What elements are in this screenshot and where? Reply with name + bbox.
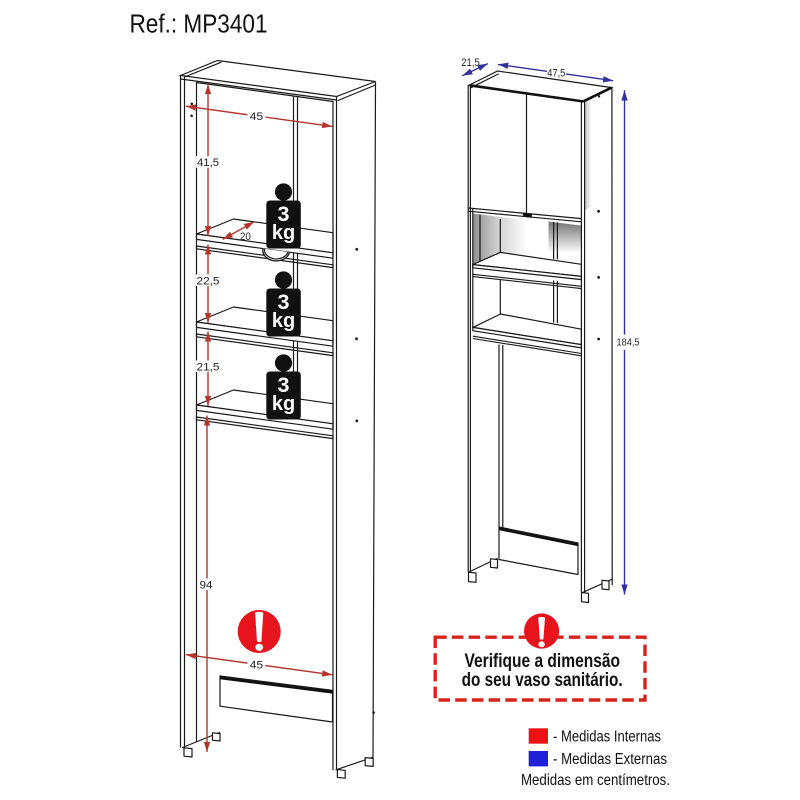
svg-text:Verifique a dimensão: Verifique a dimensão — [465, 651, 621, 672]
svg-text:- Medidas Internas: - Medidas Internas — [553, 728, 661, 745]
svg-text:kg: kg — [272, 222, 295, 244]
svg-text:Ref.: MP3401: Ref.: MP3401 — [130, 10, 268, 38]
svg-text:3: 3 — [278, 290, 290, 314]
svg-text:21,5: 21,5 — [197, 362, 220, 374]
svg-text:94: 94 — [200, 580, 213, 592]
svg-text:41,5: 41,5 — [197, 157, 219, 169]
svg-text:3: 3 — [278, 202, 290, 226]
svg-text:3: 3 — [278, 373, 290, 397]
svg-text:kg: kg — [272, 310, 295, 332]
svg-text:21,5: 21,5 — [461, 57, 480, 69]
svg-text:do seu vaso sanitário.: do seu vaso sanitário. — [462, 670, 623, 691]
svg-text:45: 45 — [250, 111, 264, 123]
svg-text:22,5: 22,5 — [197, 276, 220, 288]
svg-text:47,5: 47,5 — [547, 67, 565, 79]
svg-text:20: 20 — [240, 231, 251, 243]
svg-text:- Medidas Externas: - Medidas Externas — [553, 751, 667, 768]
svg-text:Medidas em centímetros.: Medidas em centímetros. — [521, 772, 670, 789]
svg-text:45: 45 — [250, 659, 264, 671]
svg-text:184,5: 184,5 — [617, 337, 640, 348]
svg-text:kg: kg — [272, 393, 295, 415]
